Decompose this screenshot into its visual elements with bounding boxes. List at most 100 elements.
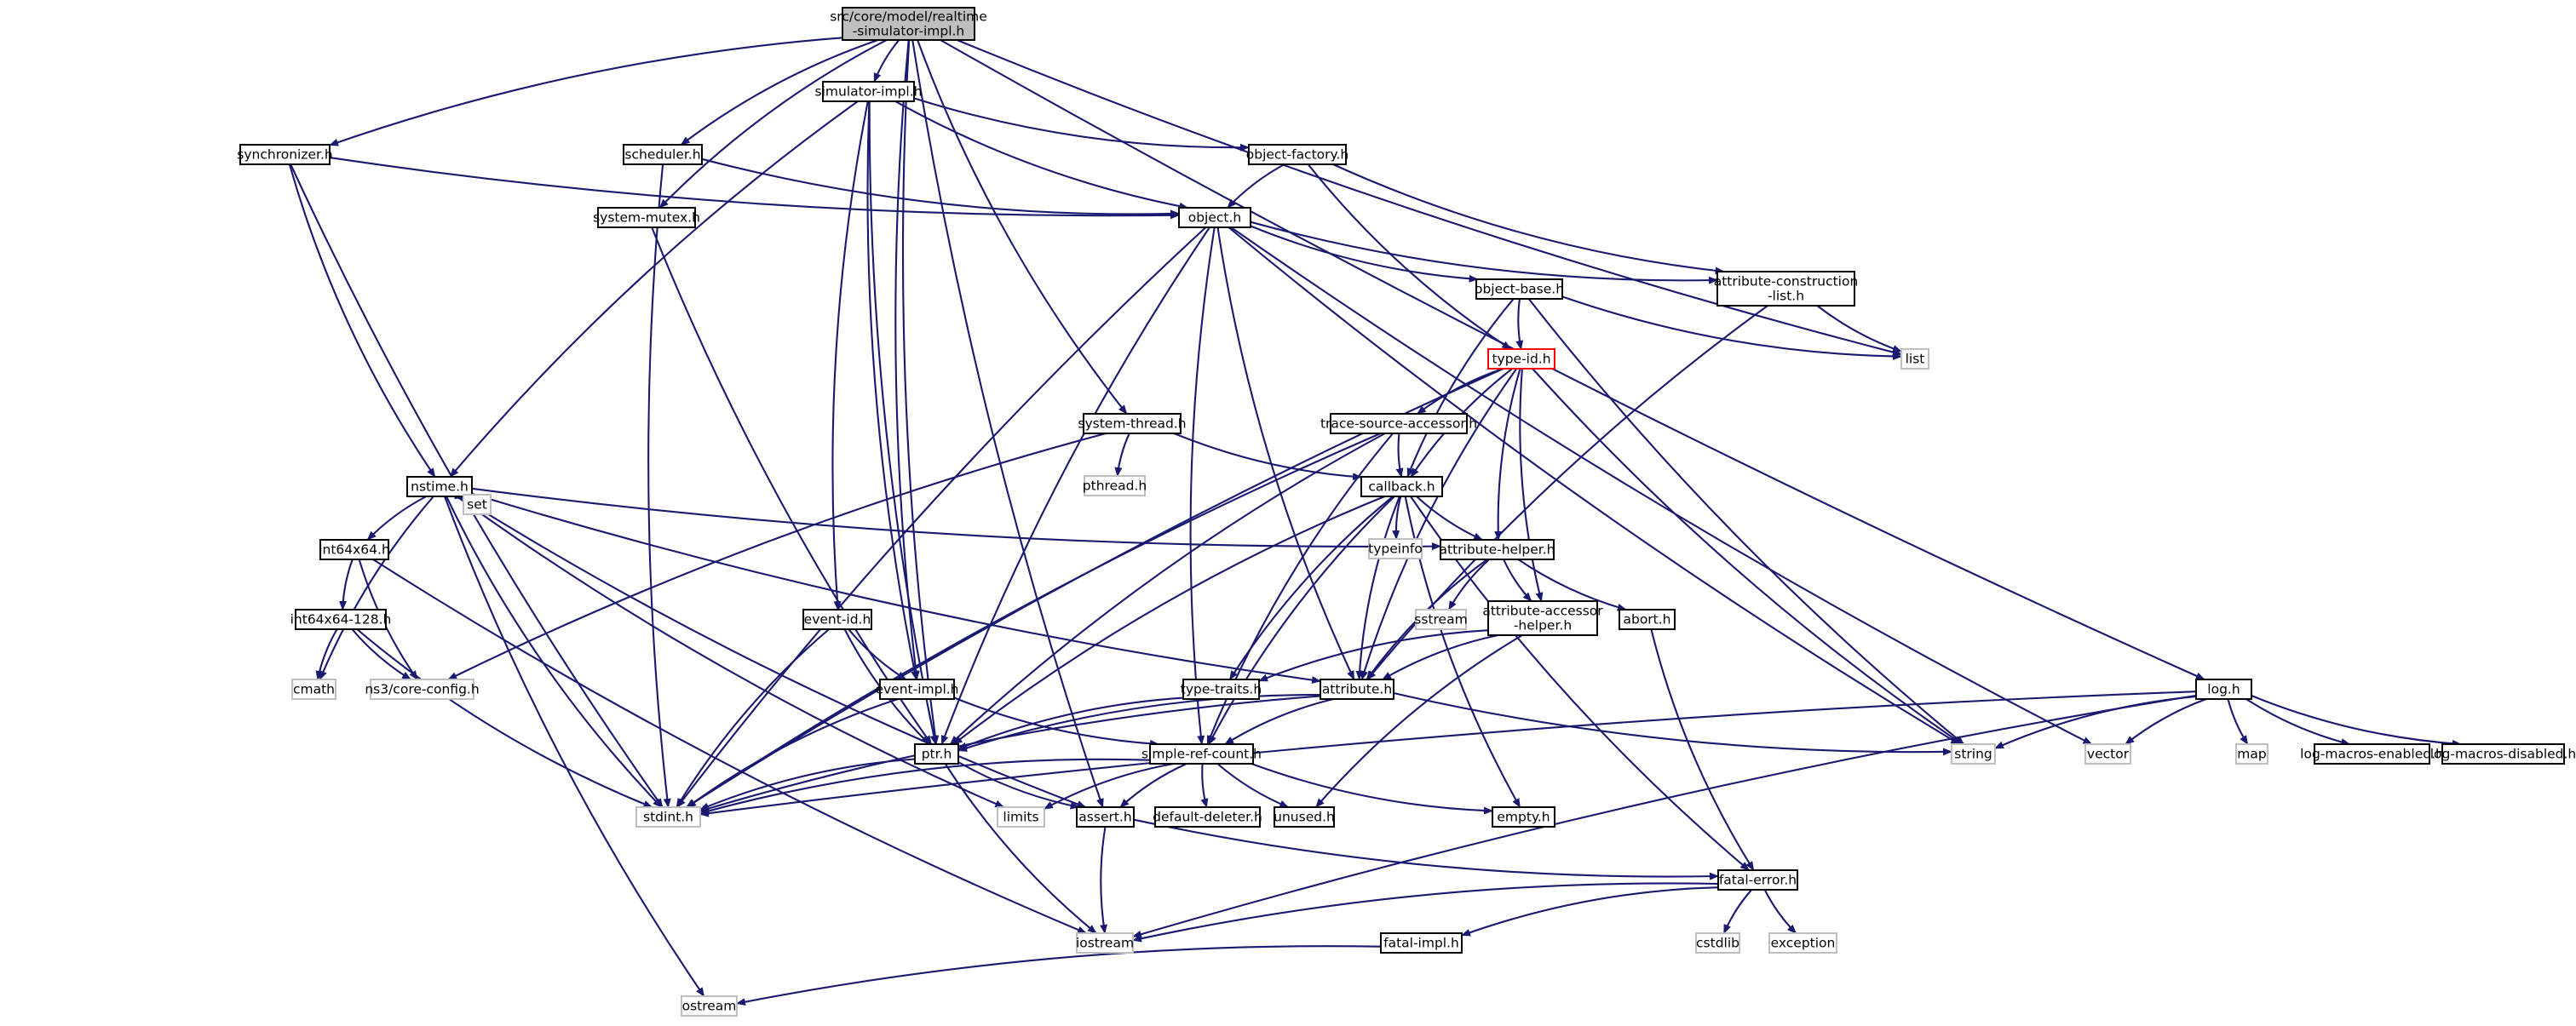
edge-scheduler-to-object: [701, 158, 1180, 218]
node-box: [2314, 743, 2430, 765]
node-attribute[interactable]: attribute.h: [1320, 679, 1394, 700]
node-label: src/core/model/realtime: [830, 9, 987, 25]
node-box: [1360, 476, 1443, 497]
node-scheduler[interactable]: scheduler.h: [623, 144, 703, 165]
node-system-mutex[interactable]: system-mutex.h: [593, 207, 700, 228]
node-label: int64x64.h: [319, 542, 390, 558]
edge-int64x64-to-int64x64-128: [339, 559, 354, 610]
edge-ptr-to-iostream: [944, 763, 1097, 934]
node-simple-ref[interactable]: simple-ref-count.h: [1141, 743, 1262, 765]
node-exception[interactable]: exception: [1768, 932, 1837, 954]
edge-callback-to-ptr: [952, 496, 1385, 745]
edge-callback-to-type-traits: [1228, 496, 1394, 680]
node-box: [2195, 679, 2252, 700]
node-box: [1076, 932, 1134, 954]
node-fatal-impl[interactable]: fatal-impl.h: [1380, 932, 1463, 954]
node-event-id[interactable]: event-id.h: [802, 609, 872, 630]
edge-fatal-impl-to-ostream: [736, 945, 1382, 1006]
node-box: [2441, 743, 2565, 765]
node-box: [1083, 413, 1182, 434]
node-sstream[interactable]: sstream: [1414, 609, 1468, 630]
node-ostream[interactable]: ostream: [681, 995, 738, 1017]
node-assert[interactable]: assert.h: [1076, 806, 1135, 828]
node-layer: src/core/model/realtime-simulator-impl.h…: [237, 7, 2576, 1017]
node-stdint[interactable]: stdint.h: [635, 806, 701, 828]
node-default-deleter[interactable]: default-deleter.h: [1153, 806, 1262, 828]
node-object-base[interactable]: object-base.h: [1475, 278, 1564, 300]
node-attr-accessor[interactable]: attribute-accessor-helper.h: [1482, 600, 1603, 636]
node-core-config[interactable]: ns3/core-config.h: [365, 679, 480, 700]
node-typeinfo[interactable]: typeinfo: [1368, 538, 1423, 559]
node-vector[interactable]: vector: [2084, 743, 2131, 765]
node-box: [1951, 743, 1996, 765]
node-list[interactable]: list: [1900, 348, 1929, 370]
node-log-enabled[interactable]: log-macros-enabled.h: [2300, 743, 2444, 765]
node-label: ns3/core-config.h: [365, 682, 479, 697]
node-box: [842, 7, 975, 41]
edge-fatal-error-to-fatal-impl: [1461, 886, 1719, 937]
edge-simple-ref-to-empty: [1251, 763, 1493, 815]
node-system-thread[interactable]: system-thread.h: [1078, 413, 1187, 434]
node-label: typeinfo: [1368, 542, 1423, 557]
node-empty[interactable]: empty.h: [1492, 806, 1555, 828]
node-label: ostream: [682, 999, 737, 1014]
node-label: set: [467, 497, 487, 513]
node-map[interactable]: map: [2235, 743, 2268, 765]
edge-object-to-object-base: [1250, 225, 1479, 283]
node-label: fatal-error.h: [1719, 873, 1797, 888]
node-log[interactable]: log.h: [2195, 679, 2252, 700]
edge-event-id-to-event-impl: [848, 628, 907, 680]
node-set[interactable]: set: [463, 494, 492, 515]
node-attr-construction[interactable]: attribute-construction-list.h: [1714, 271, 1859, 307]
node-root[interactable]: src/core/model/realtime-simulator-impl.h: [830, 7, 987, 41]
node-box: [1487, 348, 1555, 370]
node-box: [2235, 743, 2268, 765]
edge-event-impl-to-stdint: [687, 698, 899, 808]
node-cstdlib[interactable]: cstdlib: [1695, 932, 1740, 954]
node-type-id[interactable]: type-id.h: [1487, 348, 1555, 370]
node-box: [1178, 207, 1251, 228]
node-simulator-impl[interactable]: simulator-impl.h: [815, 81, 923, 102]
edge-nstime-to-int64x64: [366, 496, 427, 541]
edge-callback-to-attribute: [1355, 496, 1400, 680]
node-unused[interactable]: unused.h: [1274, 806, 1335, 828]
node-box: [1084, 475, 1146, 496]
node-label: cmath: [293, 682, 335, 697]
node-ptr[interactable]: ptr.h: [914, 743, 959, 765]
edge-synchronizer-to-object: [329, 157, 1180, 220]
edge-fatal-error-to-exception: [1763, 889, 1797, 934]
node-label: string: [1954, 747, 1992, 762]
node-label: nstime.h: [411, 479, 469, 495]
node-type-traits[interactable]: type-traits.h: [1181, 679, 1262, 700]
node-iostream[interactable]: iostream: [1076, 932, 1134, 954]
node-object-factory[interactable]: object-factory.h: [1246, 144, 1348, 165]
edge-attribute-helper-to-sstream: [1447, 559, 1490, 610]
edge-log-to-string: [1994, 695, 2197, 749]
edge-log-to-log-enabled: [2245, 698, 2351, 746]
node-fatal-error[interactable]: fatal-error.h: [1717, 869, 1798, 891]
node-attribute-helper[interactable]: attribute-helper.h: [1440, 539, 1555, 560]
edge-callback-to-attribute-helper: [1416, 496, 1484, 541]
node-nstime[interactable]: nstime.h: [406, 476, 473, 497]
node-cmath[interactable]: cmath: [291, 679, 336, 700]
node-int64x64-128[interactable]: int64x64-128.h: [290, 609, 392, 630]
node-trace-source[interactable]: trace-source-accessor.h: [1320, 413, 1477, 434]
edge-layer: [288, 37, 2462, 1006]
node-pthread[interactable]: pthread.h: [1083, 475, 1147, 496]
node-synchronizer[interactable]: synchronizer.h: [237, 144, 333, 165]
node-int64x64[interactable]: int64x64.h: [319, 539, 390, 560]
node-event-impl[interactable]: event-impl.h: [875, 679, 959, 700]
node-log-disabled[interactable]: log-macros-disabled.h: [2430, 743, 2576, 765]
node-string[interactable]: string: [1951, 743, 1996, 765]
node-box: [1487, 600, 1598, 636]
edge-ptr-to-stdint: [699, 758, 916, 811]
edge-root-to-log: [940, 39, 2205, 680]
node-limits[interactable]: limits: [997, 806, 1045, 828]
node-box: [1768, 932, 1837, 954]
node-abort[interactable]: abort.h: [1619, 609, 1676, 630]
edge-trace-source-to-stdint: [685, 433, 1382, 808]
node-callback[interactable]: callback.h: [1360, 476, 1443, 497]
node-box: [1415, 609, 1467, 630]
node-object[interactable]: object.h: [1178, 207, 1251, 228]
node-label: fatal-impl.h: [1383, 936, 1459, 951]
